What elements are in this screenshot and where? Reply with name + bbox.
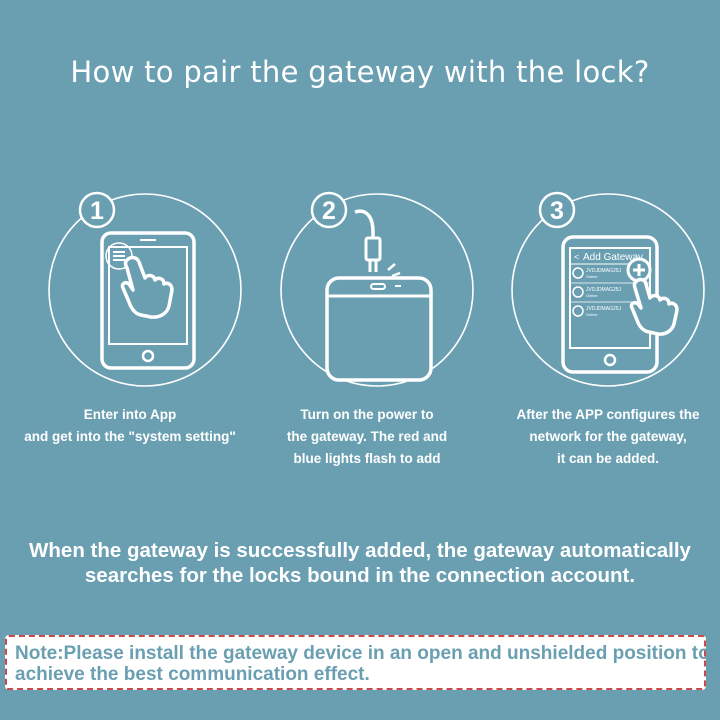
caption-line: After the APP configures the: [516, 407, 700, 422]
step-number-badge: [78, 191, 116, 229]
device-status: Online: [586, 312, 598, 317]
device-name: JVDJDMAG25J: [586, 268, 622, 274]
device-name: JVDJDMAG25J: [586, 287, 622, 293]
caption-line: the gateway. The red and: [286, 429, 448, 444]
tablet-tap-icon: 1: [48, 191, 242, 387]
caption-line: Enter into App: [83, 407, 177, 422]
step-number-badge: [310, 191, 348, 229]
step-1-caption: Enter into App and get into the "system …: [10, 404, 250, 448]
caption-line: network for the gateway,: [529, 429, 687, 444]
summary-line: When the gateway is successfully added, …: [29, 539, 691, 562]
gateway-power-icon: 2: [280, 191, 474, 387]
caption-line: it can be added.: [556, 451, 660, 466]
step-3-caption: After the APP configures the network for…: [488, 404, 720, 470]
note-line: achieve the best communication effect.: [15, 664, 370, 685]
summary-text: When the gateway is successfully added, …: [0, 538, 720, 588]
step-number: 3: [550, 197, 564, 225]
step-1: 1: [45, 190, 245, 390]
note-line: Note:Please install the gateway device i…: [15, 643, 710, 664]
screen-back-icon: <: [574, 252, 579, 262]
caption-line: Turn on the power to: [300, 407, 434, 422]
device-name: JVDJDMAG25J: [586, 306, 622, 312]
add-gateway-icon: 3 < Add Gateway JVDJDMAG25J Online JVDJD…: [511, 191, 705, 387]
step-number: 2: [322, 197, 336, 225]
step-number-badge: [538, 191, 576, 229]
step-number: 1: [90, 197, 104, 225]
device-status: Online: [586, 274, 598, 279]
caption-line: and get into the "system setting": [24, 429, 236, 444]
page-title: How to pair the gateway with the lock?: [70, 55, 650, 89]
device-status: Online: [586, 293, 598, 298]
step-2: 2: [277, 190, 477, 390]
screen-title: Add Gateway: [583, 252, 643, 263]
note-box: Note:Please install the gateway device i…: [5, 635, 710, 690]
step-2-caption: Turn on the power to the gateway. The re…: [247, 404, 487, 470]
caption-line: blue lights flash to add: [293, 451, 441, 466]
summary-line: searches for the locks bound in the conn…: [84, 564, 636, 587]
step-3: 3 < Add Gateway JVDJDMAG25J Online JVDJD…: [508, 190, 708, 390]
